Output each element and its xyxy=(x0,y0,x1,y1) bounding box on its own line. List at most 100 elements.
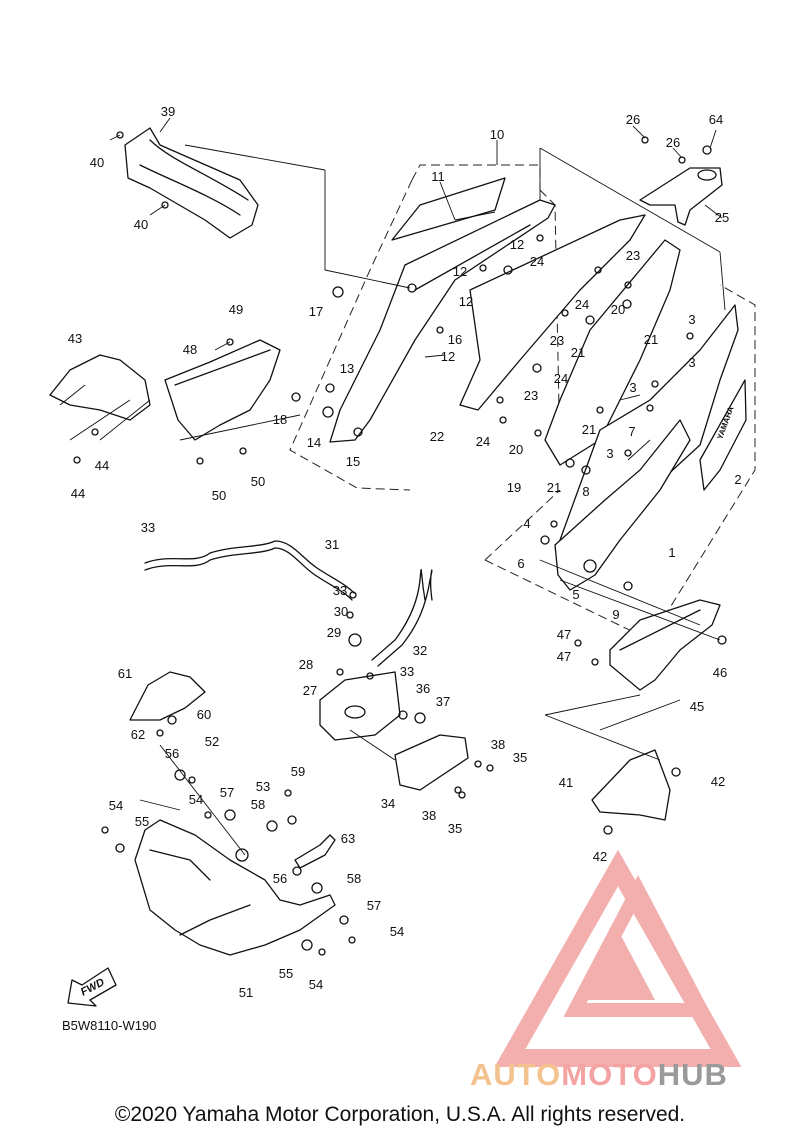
part-callout-33: 33 xyxy=(400,664,414,679)
part-callout-21: 21 xyxy=(644,332,658,347)
diagram-code: B5W8110-W190 xyxy=(62,1018,157,1033)
part-callout-56: 56 xyxy=(165,746,179,761)
part-callout-26: 26 xyxy=(626,112,640,127)
part-callout-2: 2 xyxy=(734,472,741,487)
part-callout-12: 12 xyxy=(441,349,455,364)
part-callout-3: 3 xyxy=(688,312,695,327)
part-callout-58: 58 xyxy=(347,871,361,886)
part-callout-57: 57 xyxy=(220,785,234,800)
part-callout-28: 28 xyxy=(299,657,313,672)
part-19-inner-bracket xyxy=(544,239,681,466)
part-callout-57: 57 xyxy=(367,898,381,913)
part-callout-38: 38 xyxy=(422,808,436,823)
part-39-upper-cover xyxy=(124,127,259,239)
part-callout-54: 54 xyxy=(390,924,404,939)
part-27-tank xyxy=(319,671,401,741)
watermark-text: AUTOMOTOHUB xyxy=(470,1057,800,1093)
part-callout-52: 52 xyxy=(205,734,219,749)
part-callout-16: 16 xyxy=(448,332,462,347)
part-callout-54: 54 xyxy=(109,798,123,813)
part-10-side-cover xyxy=(329,199,556,443)
part-1-lower-panel xyxy=(554,419,691,591)
part-callout-24: 24 xyxy=(476,434,490,449)
fwd-arrow: FWD xyxy=(67,967,117,1007)
part-callout-33: 33 xyxy=(333,583,347,598)
part-48-cover xyxy=(164,339,281,441)
part-callout-12: 12 xyxy=(453,264,467,279)
part-callout-40: 40 xyxy=(90,155,104,170)
part-callout-24: 24 xyxy=(530,254,544,269)
part-callout-54: 54 xyxy=(309,977,323,992)
fasteners xyxy=(73,131,727,956)
part-callout-31: 31 xyxy=(325,537,339,552)
part-callout-59: 59 xyxy=(291,764,305,779)
part-callout-23: 23 xyxy=(524,388,538,403)
leader-lines xyxy=(59,117,726,856)
part-callout-3: 3 xyxy=(688,355,695,370)
part-11-decal xyxy=(391,177,506,241)
part-callout-35: 35 xyxy=(448,821,462,836)
part-callout-23: 23 xyxy=(550,333,564,348)
part-callout-40: 40 xyxy=(134,217,148,232)
part-callout-64: 64 xyxy=(709,112,723,127)
watermark-text-moto: MOTO xyxy=(561,1057,658,1092)
part-callout-15: 15 xyxy=(346,454,360,469)
part-callout-35: 35 xyxy=(513,750,527,765)
part-callout-27: 27 xyxy=(303,683,317,698)
part-callout-32: 32 xyxy=(413,643,427,658)
part-callout-19: 19 xyxy=(507,480,521,495)
part-callout-48: 48 xyxy=(183,342,197,357)
part-63-bracket xyxy=(294,834,336,869)
part-61-screen xyxy=(129,671,206,721)
part-callout-9: 9 xyxy=(612,607,619,622)
part-callout-47: 47 xyxy=(557,649,571,664)
part-callout-60: 60 xyxy=(197,707,211,722)
part-callout-63: 63 xyxy=(341,831,355,846)
watermark-text-auto: AUTO xyxy=(470,1057,562,1092)
part-callout-56: 56 xyxy=(273,871,287,886)
part-callout-10: 10 xyxy=(490,127,504,142)
part-callout-5: 5 xyxy=(572,587,579,602)
part-callout-21: 21 xyxy=(547,480,561,495)
part-callout-41: 41 xyxy=(559,775,573,790)
part-callout-30: 30 xyxy=(334,604,348,619)
part-callout-44: 44 xyxy=(95,458,109,473)
part-callout-23: 23 xyxy=(626,248,640,263)
part-41-lower-cover xyxy=(591,749,671,821)
part-31-hose xyxy=(144,547,353,601)
part-callout-25: 25 xyxy=(715,210,729,225)
part-callout-51: 51 xyxy=(239,985,253,1000)
part-callout-20: 20 xyxy=(509,442,523,457)
part-callout-62: 62 xyxy=(131,727,145,742)
part-callout-13: 13 xyxy=(340,361,354,376)
part-2-decal xyxy=(699,379,747,491)
part-callout-54: 54 xyxy=(189,792,203,807)
part-callout-50: 50 xyxy=(251,474,265,489)
part-callout-8: 8 xyxy=(582,484,589,499)
part-callout-55: 55 xyxy=(279,966,293,981)
part-callout-21: 21 xyxy=(571,345,585,360)
part-callout-53: 53 xyxy=(256,779,270,794)
part-callout-61: 61 xyxy=(118,666,132,681)
part-43-small-cover xyxy=(49,354,151,421)
part-callout-26: 26 xyxy=(666,135,680,150)
part-45-front-cover xyxy=(609,599,721,691)
part-51-front-cowl xyxy=(134,819,336,956)
part-callout-29: 29 xyxy=(327,625,341,640)
part-callout-1: 1 xyxy=(668,545,675,560)
part-callout-4: 4 xyxy=(523,516,530,531)
part-callout-49: 49 xyxy=(229,302,243,317)
part-22-inner-panel xyxy=(459,214,646,411)
part-callout-50: 50 xyxy=(212,488,226,503)
part-callout-55: 55 xyxy=(135,814,149,829)
part-callout-24: 24 xyxy=(554,371,568,386)
part-callout-17: 17 xyxy=(309,304,323,319)
part-callout-36: 36 xyxy=(416,681,430,696)
part-callout-34: 34 xyxy=(381,796,395,811)
part-callout-33: 33 xyxy=(141,520,155,535)
part-callout-38: 38 xyxy=(491,737,505,752)
part-callout-20: 20 xyxy=(611,302,625,317)
